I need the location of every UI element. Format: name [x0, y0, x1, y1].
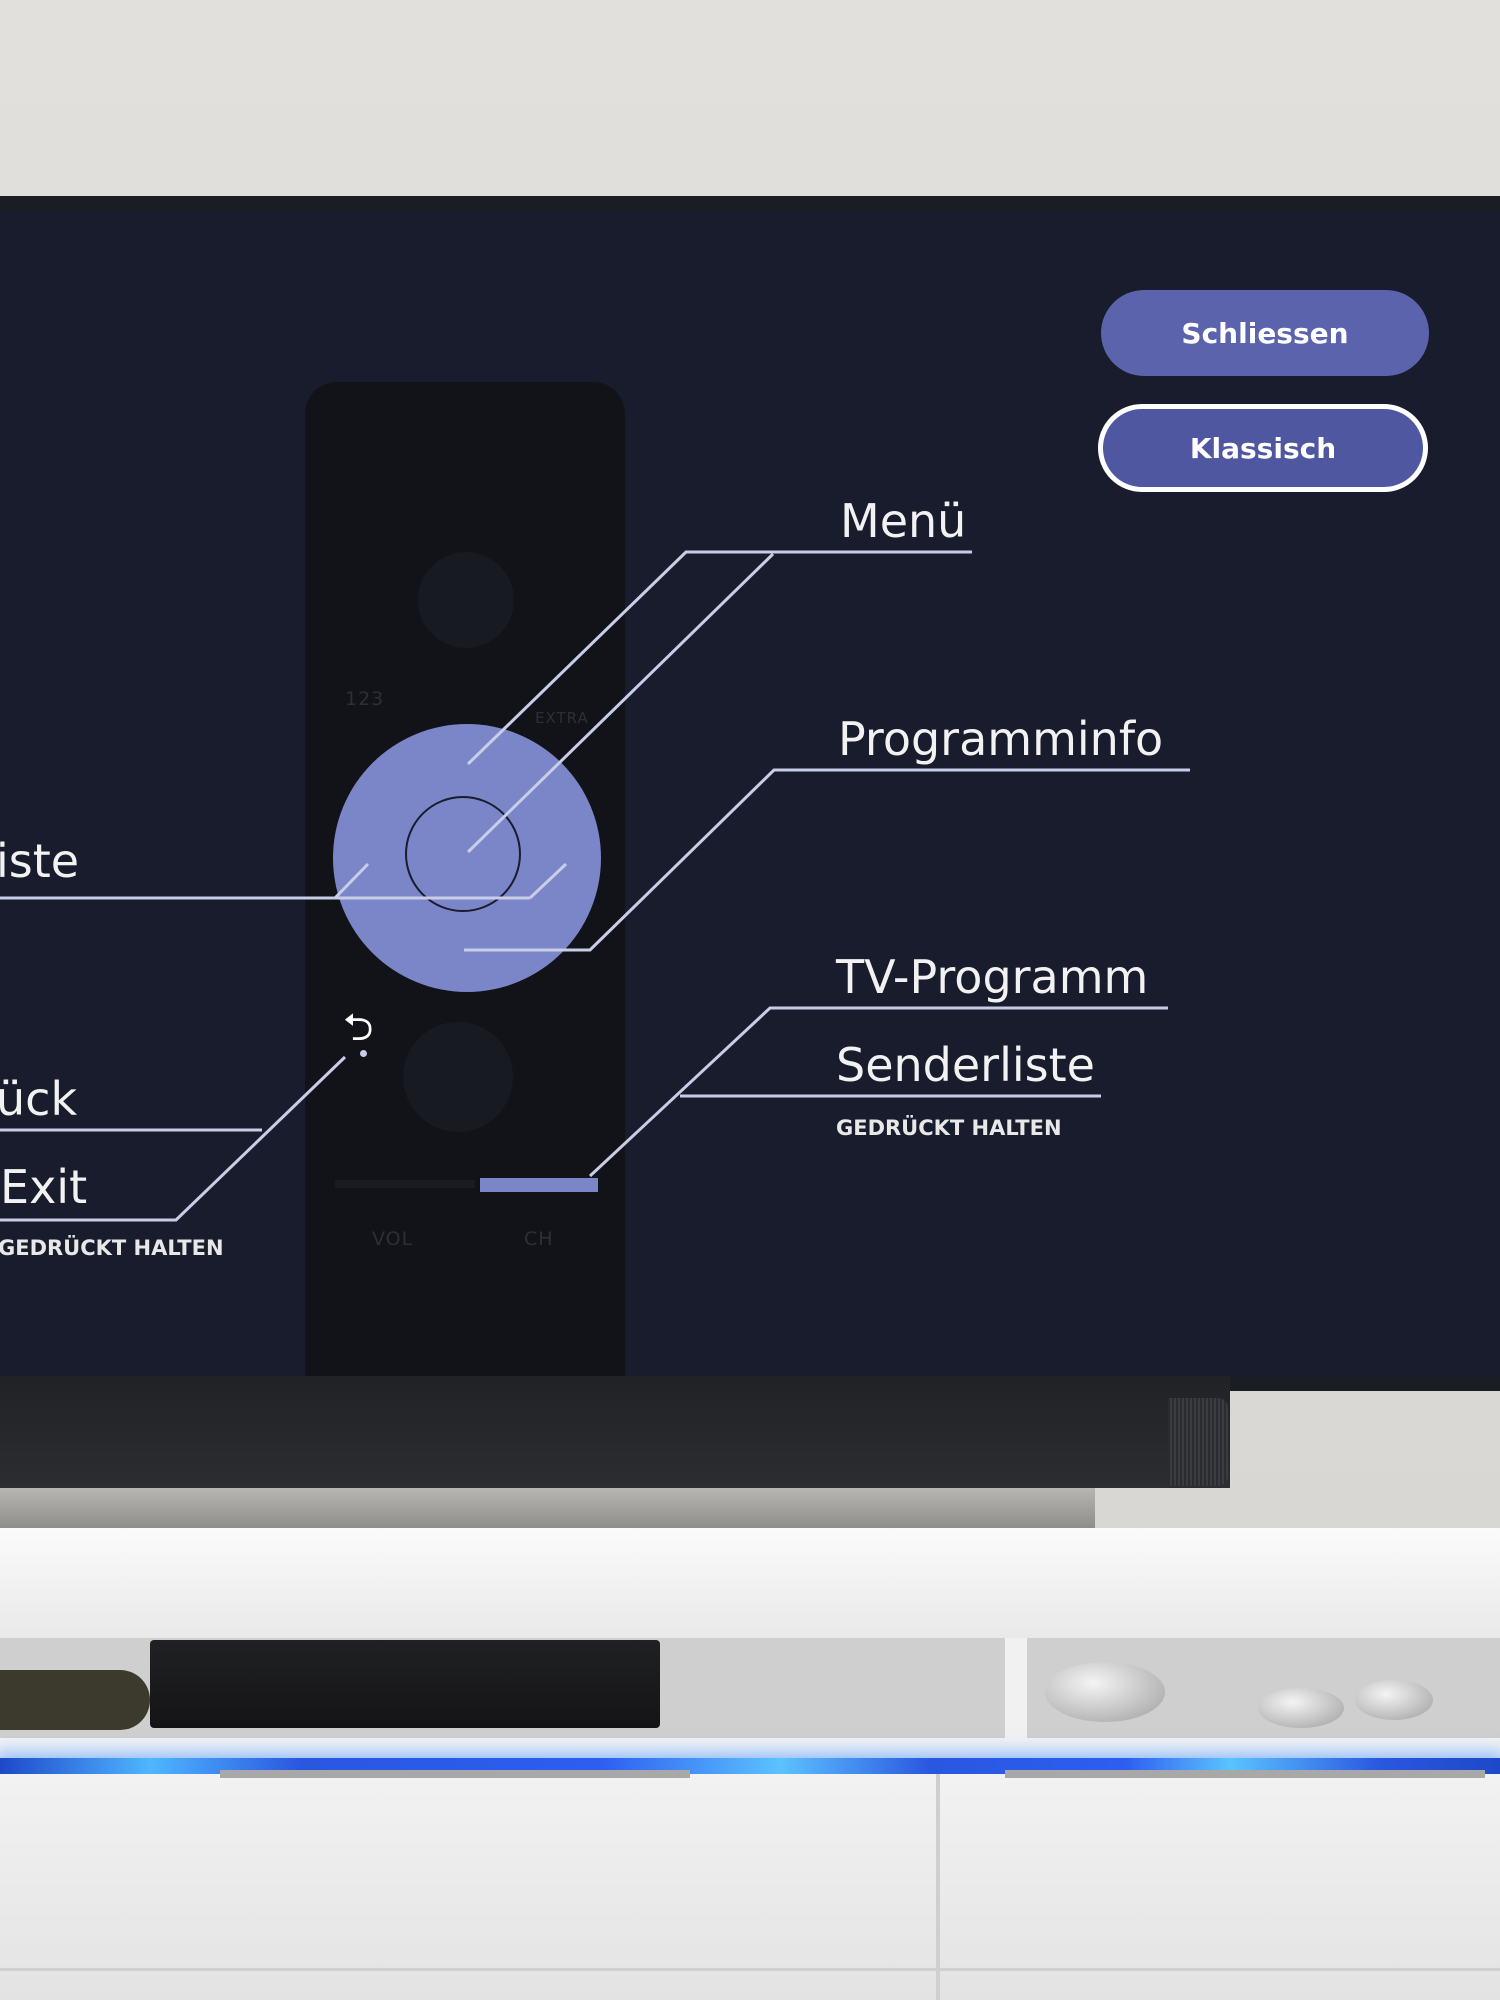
- set-top-box: [150, 1640, 660, 1728]
- decor-stone: [1355, 1680, 1433, 1720]
- line-left-list-b: [528, 862, 568, 900]
- label-senderliste: Senderliste: [836, 1038, 1095, 1092]
- label-senderliste-hint: GEDRÜCKT HALTEN: [836, 1116, 1062, 1140]
- decor-stone: [1045, 1662, 1165, 1722]
- shelf-divider: [1005, 1638, 1027, 1738]
- line-menu-b: [466, 552, 775, 854]
- cabinet-drawers: [0, 1774, 1500, 2000]
- drawer-handle: [1005, 1770, 1485, 1778]
- back-arrow-icon: ⮌: [343, 1005, 374, 1049]
- line-menu-a: [466, 550, 972, 766]
- label-exit-hint: GEDRÜCKT HALTEN: [0, 1236, 224, 1260]
- back-dot: [360, 1050, 367, 1057]
- classic-button[interactable]: Klassisch: [1098, 404, 1428, 492]
- close-button[interactable]: Schliessen: [1101, 290, 1429, 376]
- line-left-list-a: [333, 862, 370, 900]
- vol-track: [335, 1180, 475, 1188]
- tv-stand: [0, 1488, 1095, 1528]
- label-menu: Menü: [840, 494, 967, 548]
- remote-label-ch: CH: [524, 1228, 554, 1250]
- cabinet-top: [0, 1528, 1500, 1638]
- line-tv-programm: [588, 1006, 1168, 1178]
- decor-stone: [1258, 1688, 1344, 1728]
- dpad-ok-button: [405, 796, 521, 912]
- remote-top-button: [418, 552, 514, 648]
- drawer-handle: [220, 1770, 690, 1778]
- ch-rocker-highlight: [480, 1178, 598, 1192]
- label-back: ück: [0, 1072, 78, 1126]
- tv-bottom-bezel: [0, 1376, 1230, 1488]
- label-programminfo: Programminfo: [838, 712, 1164, 766]
- remote-label-vol: VOL: [372, 1228, 414, 1250]
- callout-lines: [0, 550, 1190, 1222]
- remote-label-123: 123: [345, 688, 385, 710]
- line-programminfo: [464, 768, 1190, 952]
- device-left: [0, 1670, 150, 1730]
- remote-label-extra: EXTRA: [535, 709, 589, 727]
- tv-screen: 123 EXTRA VOL CH ⮌ Menü: [0, 212, 1500, 1376]
- label-left-list: iste: [0, 834, 80, 888]
- drawer-split: [936, 1774, 940, 2000]
- label-tv-programm: TV-Programm: [836, 950, 1149, 1004]
- drawer-line: [0, 1968, 1500, 1971]
- label-exit: Exit: [0, 1160, 88, 1214]
- remote-lower-button: [403, 1022, 513, 1132]
- line-exit: [0, 1055, 347, 1222]
- soundbar-grille: [1168, 1398, 1228, 1486]
